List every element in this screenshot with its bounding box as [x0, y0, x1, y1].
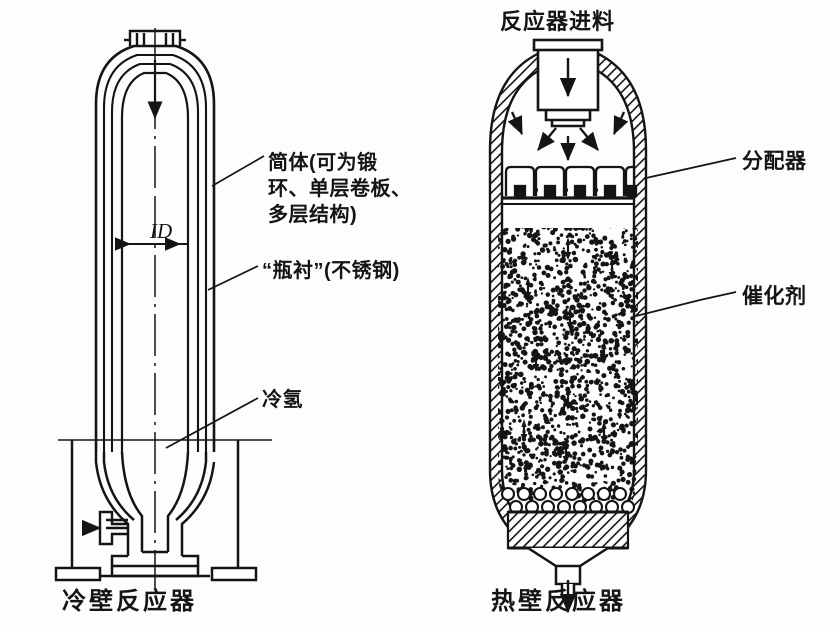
right-reactor-drawing — [488, 38, 737, 614]
left-reactor-support-legs — [54, 440, 258, 582]
label-reactor-feed: 反应器进料 — [500, 9, 616, 34]
distributor-bubble-cap — [504, 165, 536, 198]
label-catalyst: 催化剂 — [742, 285, 807, 308]
distributor-bubble-cap — [624, 165, 638, 198]
caption-cold-wall-reactor: 冷壁反应器 — [62, 588, 197, 615]
right-reactor-distributor-tray — [502, 165, 638, 205]
caption-hot-wall-reactor: 热壁反应器 — [491, 588, 626, 615]
right-reactor-support-balls — [500, 486, 636, 515]
left-reactor-drawing — [54, 28, 272, 590]
label-inner-diameter: ID — [150, 219, 173, 243]
left-reactor-outer-shell — [94, 44, 216, 452]
distributor-bubble-cap — [534, 165, 566, 198]
right-reactor-dome-arrows — [507, 111, 629, 162]
right-reactor-leader-lines — [635, 157, 737, 317]
left-reactor-shell-layers — [102, 53, 208, 452]
label-shell: 简体(可为锻 环、单层卷板、 多层结构) — [268, 152, 412, 226]
distributor-bubble-cap — [564, 165, 596, 198]
left-reactor-leader-lines — [165, 155, 265, 449]
left-reactor-bottom-cone — [94, 451, 216, 556]
label-liner: “瓶衬”(不锈钢) — [262, 260, 400, 282]
right-reactor-outlet-screen — [506, 510, 630, 550]
left-reactor-liner — [120, 71, 190, 452]
left-reactor-side-nozzle — [82, 510, 128, 546]
label-distributor: 分配器 — [742, 150, 807, 173]
distributor-bubble-cap — [594, 165, 626, 198]
label-cold-hydrogen: 冷氢 — [262, 389, 303, 411]
